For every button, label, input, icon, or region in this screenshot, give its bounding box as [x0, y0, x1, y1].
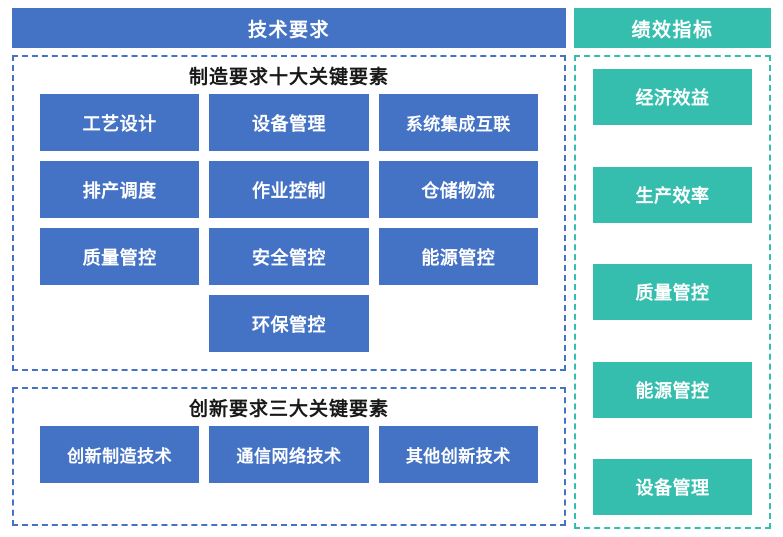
technical-requirements-column: 技术要求 制造要求十大关键要素 工艺设计 设备管理 系统集成互联 排产调度 作业… — [12, 8, 566, 529]
manufacturing-section-title: 制造要求十大关键要素 — [188, 67, 389, 88]
mfg-card-system-integration[interactable]: 系统集成互联 — [378, 94, 538, 151]
inv-card-communication-network[interactable]: 通信网络技术 — [209, 426, 369, 483]
kpi-card-production-efficiency[interactable]: 生产效率 — [593, 166, 752, 223]
kpi-card-quality-control[interactable]: 质量管控 — [593, 264, 752, 320]
mfg-card-production-scheduling[interactable]: 排产调度 — [40, 161, 200, 218]
mfg-card-safety-control[interactable]: 安全管控 — [209, 228, 369, 285]
innovation-card-grid: 创新制造技术 通信网络技术 其他创新技术 — [40, 426, 538, 483]
technical-requirements-header: 技术要求 — [12, 8, 566, 48]
mfg-card-quality-control[interactable]: 质量管控 — [40, 228, 200, 285]
kpi-card-energy-control[interactable]: 能源管控 — [593, 361, 752, 418]
innovation-section-title: 创新要求三大关键要素 — [188, 399, 389, 420]
kpi-card-economic-benefit[interactable]: 经济效益 — [593, 69, 752, 125]
mfg-card-energy-control[interactable]: 能源管控 — [378, 228, 538, 285]
manufacturing-card-grid: 工艺设计 设备管理 系统集成互联 排产调度 作业控制 仓储物流 质量管控 安全管… — [40, 94, 538, 352]
mfg-card-operation-control[interactable]: 作业控制 — [209, 161, 369, 218]
kpi-card-equipment-management[interactable]: 设备管理 — [593, 459, 752, 515]
inv-card-other-innovation[interactable]: 其他创新技术 — [378, 426, 538, 483]
mfg-card-process-design[interactable]: 工艺设计 — [40, 94, 200, 151]
performance-indicators-list: 经济效益 生产效率 质量管控 能源管控 设备管理 — [574, 55, 771, 529]
performance-indicators-header: 绩效指标 — [574, 8, 771, 48]
manufacturing-requirements-section: 制造要求十大关键要素 工艺设计 设备管理 系统集成互联 排产调度 作业控制 仓储… — [12, 55, 566, 371]
mfg-card-environmental-control[interactable]: 环保管控 — [209, 295, 369, 352]
innovation-requirements-section: 创新要求三大关键要素 创新制造技术 通信网络技术 其他创新技术 — [12, 387, 566, 526]
inv-card-innovative-manufacturing[interactable]: 创新制造技术 — [40, 426, 200, 483]
performance-indicators-column: 绩效指标 经济效益 生产效率 质量管控 能源管控 设备管理 — [574, 8, 771, 529]
mfg-card-equipment-management[interactable]: 设备管理 — [209, 94, 369, 151]
mfg-card-warehouse-logistics[interactable]: 仓储物流 — [378, 161, 538, 218]
